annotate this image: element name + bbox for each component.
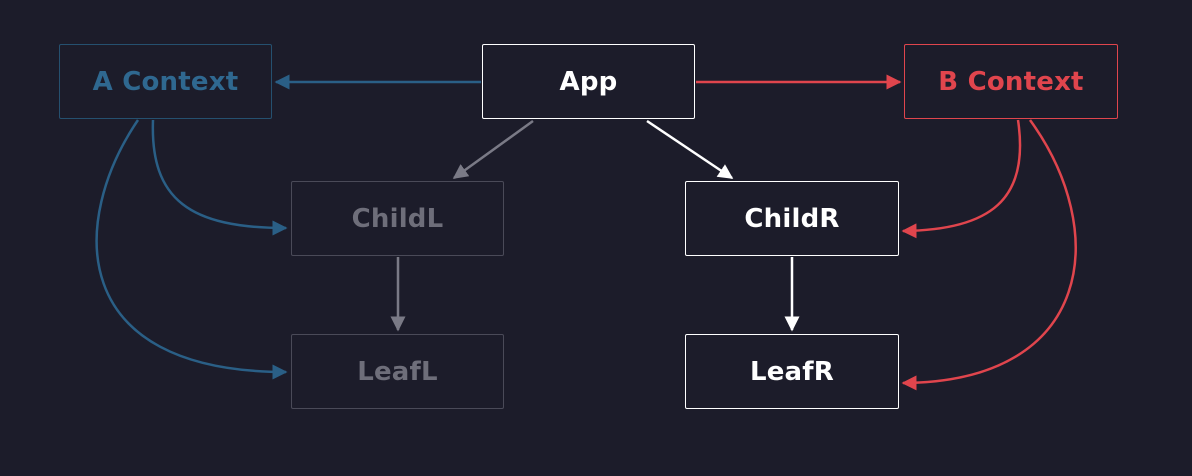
node-b-context: B Context <box>904 44 1118 119</box>
edge-app-to-childr <box>646 119 734 180</box>
node-leafl: LeafL <box>291 334 504 409</box>
edge-b-context-to-leafr <box>901 119 1077 391</box>
node-a-context: A Context <box>59 44 272 119</box>
node-leafr: LeafR <box>685 334 899 409</box>
edge-b-context-to-childr <box>901 119 1022 239</box>
edge-app-to-childl <box>452 119 534 180</box>
node-childl: ChildL <box>291 181 504 256</box>
edge-a-context-to-leafl <box>95 119 288 380</box>
edge-a-context-to-childl <box>151 119 288 236</box>
node-childr: ChildR <box>685 181 899 256</box>
node-app: App <box>482 44 695 119</box>
